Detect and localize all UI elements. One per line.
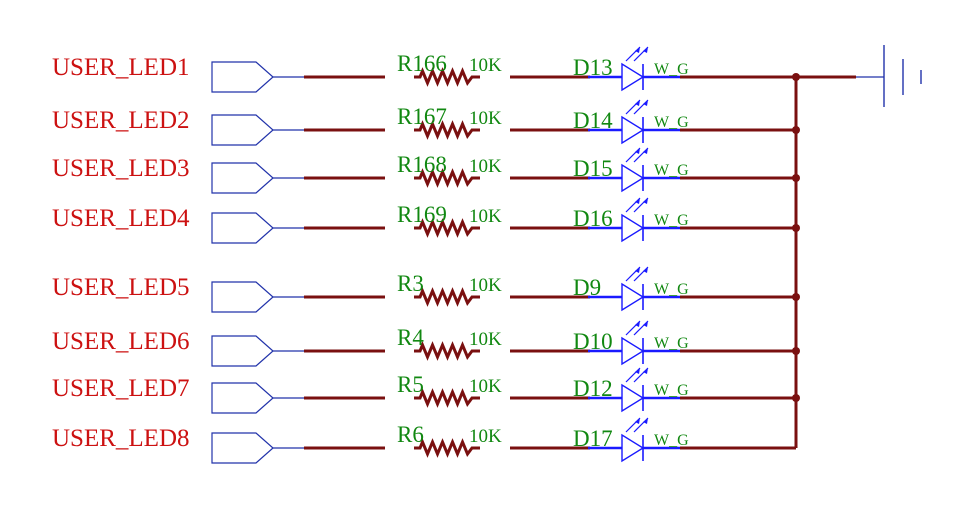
led-designator: D17 <box>573 426 613 451</box>
resistor-designator: R166 <box>397 51 447 76</box>
net-label: USER_LED7 <box>52 375 190 402</box>
led-part-number: W_G <box>654 212 689 229</box>
resistor-designator: R169 <box>397 202 447 227</box>
net-label: USER_LED4 <box>52 205 190 232</box>
led-designator: D14 <box>573 108 613 133</box>
junction-dot-icon <box>792 126 800 134</box>
resistor-value: 10K <box>469 206 502 227</box>
led-part-number: W_G <box>654 114 689 131</box>
led-icon <box>588 197 680 243</box>
led-channel-row: USER_LED5 R3 10K D9 W_G <box>52 266 796 313</box>
led-part-number: W_G <box>654 61 689 78</box>
led-part-number: W_G <box>654 382 689 399</box>
resistor-designator: R5 <box>397 372 424 397</box>
junction-dot-icon <box>792 293 800 301</box>
led-designator: D16 <box>573 206 613 231</box>
resistor-icon <box>414 341 480 361</box>
led-icon <box>588 147 680 193</box>
led-channel-row: USER_LED6 R4 10K D10 W_G <box>52 320 796 367</box>
led-channel-row: USER_LED8 R6 10K D17 W_G <box>52 417 796 464</box>
resistor-icon <box>414 168 480 188</box>
led-icon <box>588 320 680 366</box>
led-icon <box>588 266 680 312</box>
led-icon <box>588 99 680 145</box>
resistor-value: 10K <box>469 108 502 129</box>
net-label: USER_LED1 <box>52 54 190 81</box>
led-designator: D13 <box>573 55 613 80</box>
led-channel-row: USER_LED4 R169 10K D16 W_G <box>52 197 796 244</box>
led-part-number: W_G <box>654 432 689 449</box>
resistor-value: 10K <box>469 55 502 76</box>
net-label: USER_LED6 <box>52 328 190 355</box>
junction-dot-icon <box>792 347 800 355</box>
led-designator: D15 <box>573 156 613 181</box>
resistor-value: 10K <box>469 426 502 447</box>
net-port-icon <box>211 432 274 464</box>
resistor-icon <box>414 218 480 238</box>
resistor-designator: R3 <box>397 271 424 296</box>
resistor-icon <box>414 120 480 140</box>
junction-dot-icon <box>792 224 800 232</box>
net-label: USER_LED2 <box>52 107 190 134</box>
resistor-value: 10K <box>469 156 502 177</box>
net-port-icon <box>211 61 274 93</box>
resistor-designator: R167 <box>397 104 447 129</box>
resistor-icon <box>414 388 480 408</box>
resistor-designator: R4 <box>397 325 424 350</box>
net-label: USER_LED3 <box>52 155 190 182</box>
net-port-icon <box>211 281 274 313</box>
led-channel-row: USER_LED2 R167 10K D14 W_G <box>52 99 796 146</box>
resistor-value: 10K <box>469 329 502 350</box>
junction-dot-icon <box>792 394 800 402</box>
led-channel-row: USER_LED7 R5 10K D12 W_G <box>52 367 796 414</box>
resistor-value: 10K <box>469 275 502 296</box>
net-port-icon <box>211 335 274 367</box>
junction-dot-icon <box>792 174 800 182</box>
led-designator: D10 <box>573 329 613 354</box>
resistor-icon <box>414 438 480 458</box>
resistor-icon <box>414 67 480 87</box>
ground-icon <box>856 45 922 107</box>
led-channel-row: USER_LED3 R168 10K D15 W_G <box>52 147 796 194</box>
resistor-value: 10K <box>469 376 502 397</box>
net-port-icon <box>211 212 274 244</box>
resistor-designator: R168 <box>397 152 447 177</box>
net-label: USER_LED5 <box>52 274 190 301</box>
led-channel-row: USER_LED1 R166 10K D13 W_G <box>52 46 796 93</box>
led-part-number: W_G <box>654 162 689 179</box>
led-icon <box>588 46 680 92</box>
resistor-icon <box>414 287 480 307</box>
led-designator: D12 <box>573 376 613 401</box>
led-designator: D9 <box>573 275 601 300</box>
led-icon <box>588 417 680 463</box>
led-part-number: W_G <box>654 281 689 298</box>
net-port-icon <box>211 114 274 146</box>
led-icon <box>588 367 680 413</box>
net-port-icon <box>211 162 274 194</box>
resistor-designator: R6 <box>397 422 424 447</box>
common-bus <box>792 73 856 448</box>
net-label: USER_LED8 <box>52 425 190 452</box>
led-part-number: W_G <box>654 335 689 352</box>
net-port-icon <box>211 382 274 414</box>
